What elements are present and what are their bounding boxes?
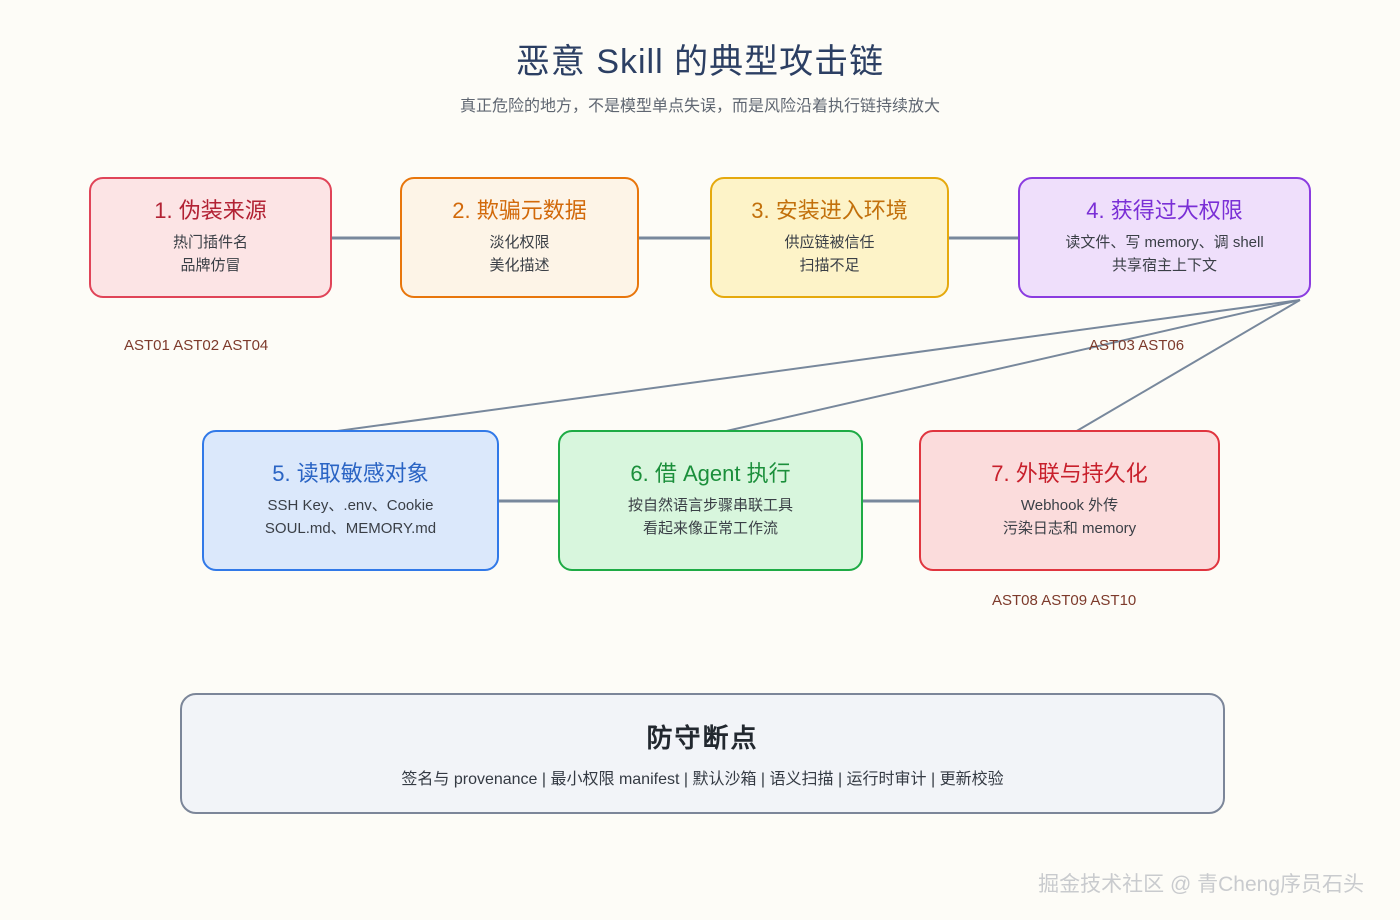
ast-bottom: AST08 AST09 AST10 — [992, 592, 1137, 609]
flow-node-7[interactable]: 7. 外联与持久化 Webhook 外传污染日志和 memory — [919, 430, 1220, 571]
flow-node-detail: 淡化权限 — [489, 233, 550, 251]
flow-node-detail: 美化描述 — [489, 256, 550, 274]
flow-node-detail: SOUL.md、MEMORY.md — [264, 519, 437, 537]
flow-node-title: 5. 读取敏感对象 — [272, 461, 429, 487]
flow-node-6[interactable]: 6. 借 Agent 执行按自然语言步骤串联工具看起来像正常工作流 — [558, 430, 863, 571]
flow-node-2[interactable]: 2. 欺骗元数据淡化权限美化描述 — [400, 177, 639, 298]
flow-node-detail: 热门插件名 — [172, 233, 248, 251]
defense-subtitle: 签名与 provenance | 最小权限 manifest | 默认沙箱 | … — [401, 771, 1004, 788]
defense-panel: 防守断点 签名与 provenance | 最小权限 manifest | 默认… — [180, 693, 1225, 814]
flow-node-title: 4. 获得过大权限 — [1086, 198, 1243, 224]
flow-node-3[interactable]: 3. 安装进入环境供应链被信任扫描不足 — [710, 177, 949, 298]
flow-node-detail: 扫描不足 — [799, 256, 860, 274]
flow-node-detail: 品牌仿冒 — [180, 256, 241, 274]
flow-node-detail: 供应链被信任 — [784, 233, 875, 251]
ast-right: AST03 AST06 — [1089, 337, 1185, 354]
flow-node-detail: Webhook 外传 — [1020, 496, 1119, 514]
flow-node-detail: 污染日志和 memory — [1002, 519, 1137, 537]
flow-node-4[interactable]: 4. 获得过大权限读文件、写 memory、调 shell 共享宿主上下文 — [1018, 177, 1311, 298]
link-4-5 — [329, 299, 1301, 433]
flow-node-title: 2. 欺骗元数据 — [452, 198, 587, 224]
defense-title: 防守断点 — [646, 723, 759, 753]
flow-node-1[interactable]: 1. 伪装来源热门插件名品牌仿冒 — [89, 177, 332, 298]
flow-node-detail: 看起来像正常工作流 — [642, 519, 778, 537]
flow-node-title: 6. 借 Agent 执行 — [630, 461, 791, 487]
page-title: 恶意 Skill 的典型攻击链 — [515, 43, 885, 81]
flow-node-title: 3. 安装进入环境 — [751, 198, 908, 224]
flow-node-detail: SSH Key、.env、Cookie — [267, 496, 434, 514]
flow-node-detail: 读文件、写 memory、调 shell — [1065, 233, 1264, 251]
page-subtitle: 真正危险的地方，不是模型单点失误，而是风险沿着执行链持续放大 — [459, 98, 940, 115]
link-4-6 — [721, 299, 1301, 433]
flow-node-detail: 共享宿主上下文 — [1111, 256, 1217, 274]
flow-node-detail: 按自然语言步骤串联工具 — [627, 496, 793, 514]
ast-left: AST01 AST02 AST04 — [124, 337, 269, 354]
watermark: 掘金技术社区 @ 青Cheng序员石头 — [1038, 873, 1364, 896]
flow-node-title: 7. 外联与持久化 — [991, 461, 1148, 487]
link-4-7 — [1074, 299, 1301, 433]
flow-node-title: 1. 伪装来源 — [154, 198, 267, 224]
